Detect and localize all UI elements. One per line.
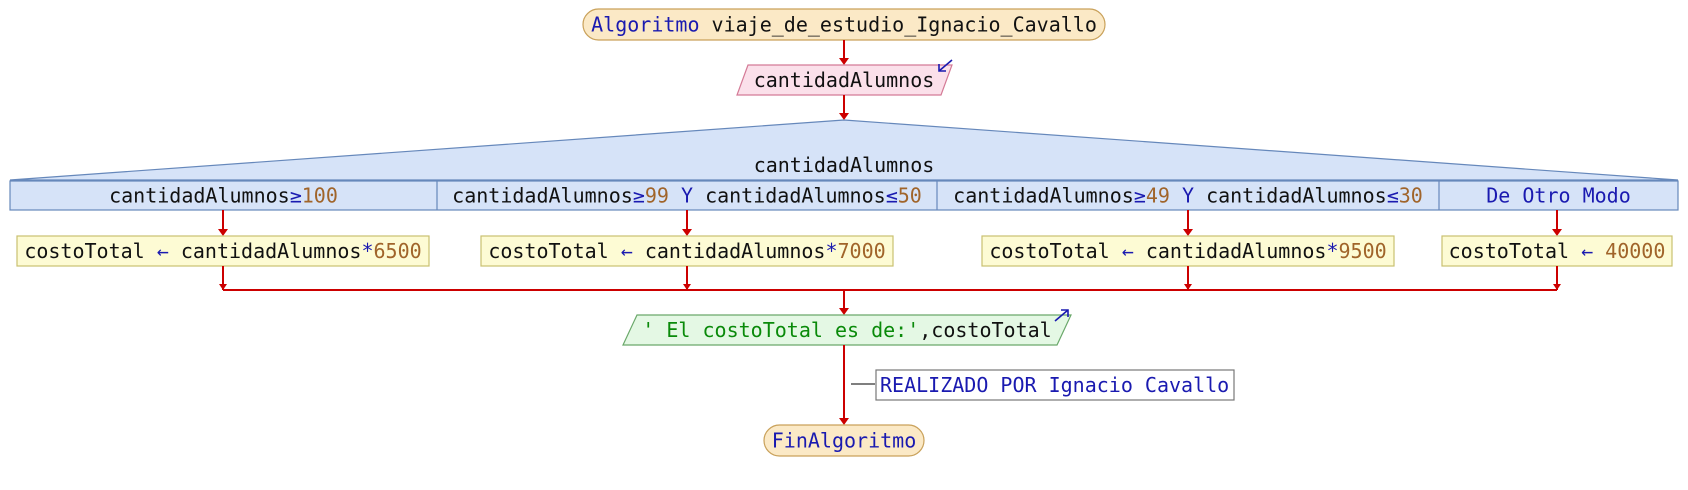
case-condition-4: De Otro Modo: [1486, 184, 1631, 208]
output-part-1: ,costoTotal: [919, 318, 1051, 342]
end-terminal[interactable]: FinAlgoritmo: [763, 424, 925, 457]
input-block[interactable]: cantidadAlumnos: [736, 59, 953, 96]
case-condition-1: cantidadAlumnos≥100: [109, 184, 338, 208]
case-condition-1-part-1: ≥: [290, 184, 302, 208]
assignment-4-part-2: [1593, 239, 1605, 263]
start-spacer: [700, 13, 712, 37]
switch-variable: cantidadAlumnos: [754, 153, 935, 177]
switch-case-row: [9, 180, 1679, 211]
assignment-3-part-1: ←: [1122, 239, 1134, 263]
start-terminal-text: Algoritmo viaje_de_estudio_Ignacio_Caval…: [591, 13, 1097, 37]
comment-text: REALIZADO POR Ignacio Cavallo: [880, 373, 1229, 397]
assignment-text-4: costoTotal ← 40000: [1449, 239, 1666, 263]
start-terminal[interactable]: Algoritmo viaje_de_estudio_Ignacio_Caval…: [582, 8, 1106, 41]
input-variable: cantidadAlumnos: [754, 68, 935, 92]
case-condition-1-part-0: cantidadAlumnos: [109, 184, 290, 208]
arrow-merge-output: [839, 308, 849, 315]
case-condition-2-part-1: ≥: [633, 184, 645, 208]
arrow-merge-4: [1553, 284, 1561, 290]
assignment-box-3: [981, 235, 1395, 267]
end-keyword: FinAlgoritmo: [772, 429, 917, 453]
switch-block[interactable]: cantidadAlumnos: [9, 119, 1679, 211]
assignment-text-3: costoTotal ← cantidadAlumnos*9500: [989, 239, 1386, 263]
end-terminal-shape: [763, 424, 925, 457]
assignment-4-part-0: costoTotal: [1449, 239, 1581, 263]
assignment-2-part-2: cantidadAlumnos: [633, 239, 826, 263]
arrow-case-4: [1552, 229, 1562, 236]
assignment-2-part-0: costoTotal: [488, 239, 620, 263]
arrow-case-2: [682, 229, 692, 236]
start-keyword: Algoritmo: [591, 13, 699, 37]
case-condition-2: cantidadAlumnos≥99 Y cantidadAlumnos≤50: [452, 184, 922, 208]
arrow-case-1: [218, 229, 228, 236]
algorithm-name: viaje_de_estudio_Ignacio_Cavallo: [712, 13, 1097, 37]
case-condition-3-part-3: Y: [1170, 184, 1206, 208]
comment-block[interactable]: REALIZADO POR Ignacio Cavallo: [851, 369, 1235, 401]
arrow-case-3: [1183, 229, 1193, 236]
output-block[interactable]: ' El costoTotal es de:',costoTotal: [622, 309, 1072, 346]
assignment-3-part-2: cantidadAlumnos: [1134, 239, 1327, 263]
case-condition-2-part-2: 99: [645, 184, 669, 208]
assignment-3-part-3: *: [1326, 239, 1338, 263]
assignment-4-part-3: 40000: [1605, 239, 1665, 263]
comment-box: [875, 369, 1235, 401]
arrow-merge-3: [1184, 284, 1192, 290]
assignment-4-part-1: ←: [1581, 239, 1593, 263]
case-condition-2-part-3: Y: [669, 184, 705, 208]
assignment-text-2: costoTotal ← cantidadAlumnos*7000: [488, 239, 885, 263]
case-condition-4-part-0: De Otro Modo: [1486, 184, 1631, 208]
arrow-input-switch: [839, 113, 849, 120]
assignment-1-part-1: ←: [157, 239, 169, 263]
assignment-box-2: [480, 235, 894, 267]
assignment-2-part-1: ←: [621, 239, 633, 263]
assignment-1-part-4: 6500: [374, 239, 422, 263]
case-condition-3-part-0: cantidadAlumnos: [953, 184, 1134, 208]
case-condition-3-part-5: ≤: [1387, 184, 1399, 208]
assignment-3-part-0: costoTotal: [989, 239, 1121, 263]
case-condition-1-part-2: 100: [302, 184, 338, 208]
input-shape: [736, 64, 953, 96]
case-condition-2-part-0: cantidadAlumnos: [452, 184, 633, 208]
output-shape: [622, 314, 1072, 346]
case-condition-3: cantidadAlumnos≥49 Y cantidadAlumnos≤30: [953, 184, 1423, 208]
assignment-box-1: [16, 235, 430, 267]
assignment-2-part-4: 7000: [838, 239, 886, 263]
assignment-2-part-3: *: [825, 239, 837, 263]
assignment-1-part-3: *: [361, 239, 373, 263]
input-arrow-icon: [938, 59, 953, 72]
assignment-1-part-2: cantidadAlumnos: [169, 239, 362, 263]
arrow-merge-2: [683, 284, 691, 290]
case-condition-3-part-2: 49: [1146, 184, 1170, 208]
case-condition-3-part-1: ≥: [1134, 184, 1146, 208]
arrow-start-input: [839, 58, 849, 65]
case-condition-2-part-5: ≤: [886, 184, 898, 208]
case-condition-3-part-6: 30: [1399, 184, 1423, 208]
output-expression: ' El costoTotal es de:',costoTotal: [642, 318, 1051, 342]
assignment-1-part-0: costoTotal: [24, 239, 156, 263]
output-arrow-icon: [1054, 309, 1069, 322]
switch-header-shape: [9, 119, 1679, 181]
assignment-3-part-4: 9500: [1339, 239, 1387, 263]
arrow-merge-1: [219, 284, 227, 290]
output-part-0: ' El costoTotal es de:': [642, 318, 919, 342]
case-condition-2-part-4: cantidadAlumnos: [705, 184, 886, 208]
case-condition-3-part-4: cantidadAlumnos: [1206, 184, 1387, 208]
case-condition-2-part-6: 50: [898, 184, 922, 208]
arrow-output-end: [839, 418, 849, 425]
assignment-text-1: costoTotal ← cantidadAlumnos*6500: [24, 239, 421, 263]
